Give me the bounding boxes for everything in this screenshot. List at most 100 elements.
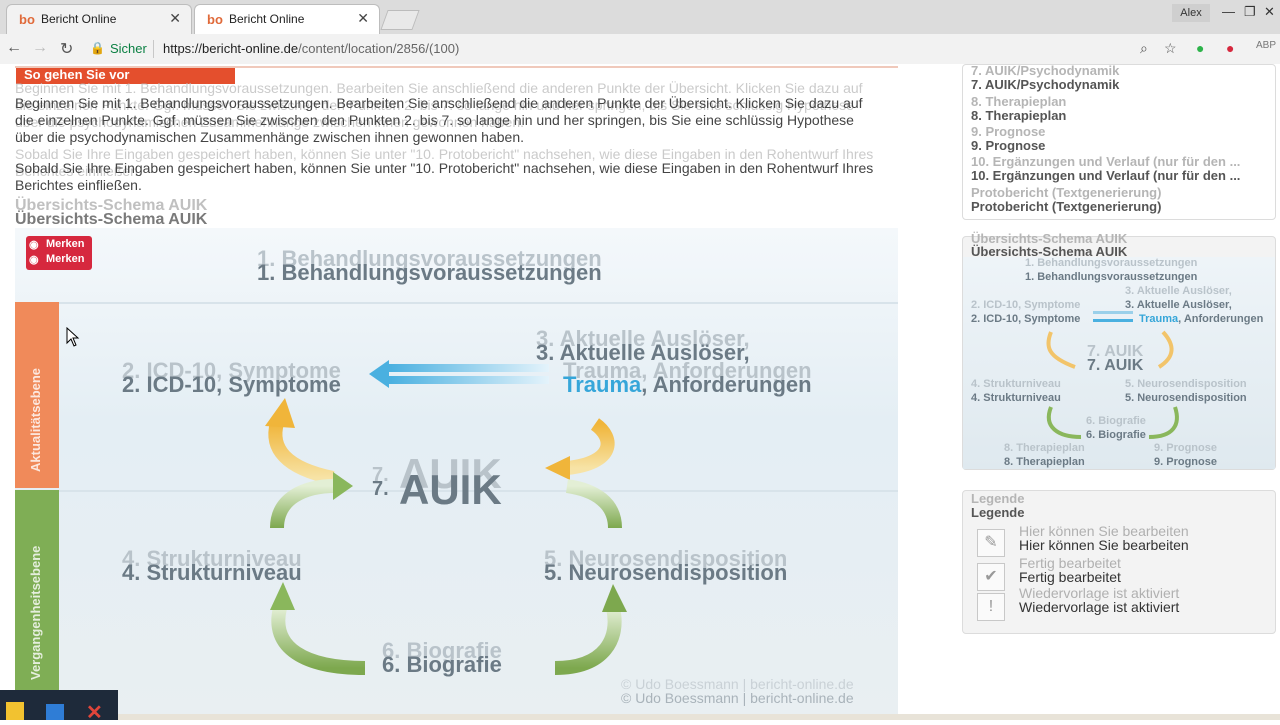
pinterest-icon[interactable]: ● — [1226, 40, 1235, 56]
reload-icon[interactable]: ↻ — [60, 41, 74, 58]
sidebar-item-ghost: 10. Ergänzungen und Verlauf (nur für den… — [971, 154, 1241, 169]
sidebar-item-ergaenzungen[interactable]: 10. Ergänzungen und Verlauf (nur für den… — [971, 168, 1241, 183]
legend-title-ghost: Legende — [971, 491, 1025, 506]
mini-auik-ghost: 7. AUIK — [1087, 343, 1144, 360]
mini-item-icd10[interactable]: 2. ICD-10, Symptome — [971, 313, 1081, 325]
bottom-bar — [118, 714, 1280, 720]
restore-icon[interactable]: ❐ — [1244, 4, 1256, 19]
mini-schema-title-ghost: Übersichts-Schema AUIK — [971, 231, 1128, 246]
mini-anforderungen-text: , Anforderungen — [1178, 313, 1264, 325]
window-icon[interactable] — [46, 704, 64, 720]
adblock-icon[interactable]: ABP — [1256, 40, 1277, 51]
edit-icon: ✎ — [977, 529, 1005, 557]
copyright-ghost: © Udo Boessmann | bericht-online.de — [621, 676, 854, 692]
zoom-icon[interactable]: ⌕ — [1140, 40, 1148, 56]
mini-diagram-arrows — [1046, 311, 1179, 439]
favicon-icon: bo — [207, 12, 223, 27]
diagram-item-biografie[interactable]: 6. Biografie — [382, 652, 502, 677]
browser-tabbar: bo Bericht Online ✕ bo Bericht Online ✕ … — [0, 0, 1280, 34]
forward-icon[interactable]: → — [32, 39, 48, 56]
merken-ghost: Merken — [46, 238, 85, 250]
pause-icon[interactable] — [6, 702, 24, 720]
diagram-item-strukturniveau[interactable]: 4. Strukturniveau — [122, 560, 302, 585]
legend-panel: Legende Legende ✎ Hier können Sie bearbe… — [962, 490, 1276, 634]
mini-item-trauma[interactable]: Trauma, Anforderungen — [1139, 313, 1263, 325]
secure-label: Sicher — [110, 41, 147, 56]
close-tab-icon[interactable]: ✕ — [169, 10, 181, 26]
sidebar-nav: 7. AUIK/Psychodynamik 7. AUIK/Psychodyna… — [962, 63, 1276, 220]
auik-diagram[interactable]: 1. Behandlungsvoraussetzungen 1. Behandl… — [15, 228, 898, 716]
anforderungen-ghost: , Anforderungen — [641, 358, 812, 383]
pin-icon: ◉ — [29, 239, 39, 251]
green-arrow-bottom-right-icon — [554, 606, 622, 675]
schema-title-ghost: Übersichts-Schema AUIK — [15, 197, 208, 214]
mini-item-prognose[interactable]: 9. Prognose — [1154, 456, 1217, 468]
new-tab-button[interactable] — [380, 10, 420, 30]
mini-item-strukturniveau[interactable]: 4. Strukturniveau — [971, 392, 1061, 404]
profile-button[interactable]: Alex — [1172, 4, 1210, 22]
green-arrow-bottom-left-icon — [271, 606, 366, 675]
mini-diagram[interactable]: 1. Behandlungsvoraussetzungen 1. Behandl… — [963, 257, 1275, 469]
mini-item5-ghost: 5. Neurosendisposition — [1125, 378, 1247, 390]
diagram-item4-ghost: 4. Strukturniveau — [122, 546, 302, 571]
diagram-item2-ghost: 2. ICD-10, Symptome — [122, 358, 341, 383]
mini-item4-ghost: 4. Strukturniveau — [971, 378, 1061, 390]
legend-label-ghost: Hier können Sie bearbeiten — [1019, 523, 1189, 539]
green-arrow-top-left-icon — [270, 479, 336, 529]
diagram-item-neurosendisposition[interactable]: 5. Neurosendisposition — [544, 560, 788, 585]
mini-item-therapieplan[interactable]: 8. Therapieplan — [1004, 456, 1085, 468]
legend-label-ghost: Wiedervorlage ist aktiviert — [1019, 585, 1180, 601]
mini-item-auik[interactable]: 7. AUIK — [1087, 357, 1144, 374]
sidebar-item-auik[interactable]: 7. AUIK/Psychodynamik — [971, 77, 1120, 92]
legend-label-edit: Hier können Sie bearbeiten — [1019, 537, 1189, 553]
window-close-icon[interactable]: ✕ — [1264, 4, 1275, 19]
minimize-icon[interactable]: — — [1222, 4, 1235, 19]
trauma-text: Trauma — [563, 372, 642, 397]
address-bar[interactable]: https://bericht-online.de/content/locati… — [163, 41, 459, 56]
bookmark-star-icon[interactable]: ☆ — [1164, 40, 1177, 56]
close-tab-icon[interactable]: ✕ — [357, 10, 369, 26]
trauma-ghost: Trauma — [563, 358, 642, 383]
mini-item8-ghost: 8. Therapieplan — [1004, 442, 1085, 454]
diagram-separator-middle — [15, 490, 898, 492]
diagram-item3-ghost: 3. Aktuelle Auslöser, — [536, 326, 750, 351]
tab-title: Bericht Online — [41, 12, 117, 26]
sidebar-item-ghost: 7. AUIK/Psychodynamik — [971, 63, 1120, 78]
schema-title: Übersichts-Schema AUIK — [15, 211, 208, 228]
diagram-item-icd10[interactable]: 2. ICD-10, Symptome — [122, 372, 341, 397]
section-title: So gehen Sie vor — [16, 66, 235, 84]
mini-item-ausloeser[interactable]: 3. Aktuelle Auslöser, — [1125, 299, 1232, 311]
mini-item6-ghost: 6. Biografie — [1086, 415, 1146, 427]
browser-toolbar: ← → ↻ 🔒 Sicher https://bericht-online.de… — [0, 34, 1280, 65]
sidebar-item-prognose[interactable]: 9. Prognose — [971, 138, 1046, 153]
merken-button[interactable]: ◉ Merken ◉ Merken — [26, 236, 92, 270]
sidebar-item-ghost: 9. Prognose — [971, 124, 1046, 139]
diagram-item-behandlungsvoraussetzungen[interactable]: 1. Behandlungsvoraussetzungen — [257, 260, 602, 285]
mini-item-biografie[interactable]: 6. Biografie — [1086, 429, 1146, 441]
browser-tab-1[interactable]: bo Bericht Online ✕ — [6, 4, 192, 34]
legend-title: Legende — [971, 505, 1025, 520]
diagram-item-auik[interactable]: AUIK — [399, 466, 502, 513]
section-divider — [15, 66, 898, 68]
url-path: /content/location/2856/(100) — [298, 41, 460, 56]
diagram-item-ausloeser[interactable]: 3. Aktuelle Auslöser, — [536, 340, 750, 365]
extension-green-icon[interactable]: ● — [1196, 40, 1205, 56]
mini-item-neurosendisposition[interactable]: 5. Neurosendisposition — [1125, 392, 1247, 404]
diagram-item3b-ghost: Trauma, Anforderungen — [563, 358, 812, 384]
back-icon[interactable]: ← — [6, 39, 22, 56]
check-icon: ✔ — [977, 563, 1005, 591]
legend-label-done: Fertig bearbeitet — [1019, 569, 1121, 585]
browser-tab-2[interactable]: bo Bericht Online ✕ — [194, 4, 380, 34]
diagram-arrows — [15, 302, 898, 675]
mini-schema-title: Übersichts-Schema AUIK — [971, 244, 1128, 259]
save-paragraph-ghost: Sobald Sie Ihre Eingaben gespeichert hab… — [15, 146, 874, 179]
blue-arrow-icon — [369, 360, 549, 388]
sidebar-item-protobericht[interactable]: Protobericht (Textgenerierung) — [971, 199, 1162, 214]
diagram-separator-top — [15, 302, 898, 304]
sidebar-item-therapieplan[interactable]: 8. Therapieplan — [971, 108, 1067, 123]
close-red-icon[interactable]: ✕ — [86, 702, 103, 724]
mini-item-behandlungsvoraussetzungen[interactable]: 1. Behandlungsvoraussetzungen — [1025, 271, 1198, 283]
intro-paragraph-ghost: Beginnen Sie mit 1. Behandlungsvorausset… — [15, 80, 863, 130]
diagram-item-trauma[interactable]: Trauma, Anforderungen — [563, 372, 812, 398]
intro-paragraph: Beginnen Sie mit 1. Behandlungsvorausset… — [15, 95, 863, 145]
